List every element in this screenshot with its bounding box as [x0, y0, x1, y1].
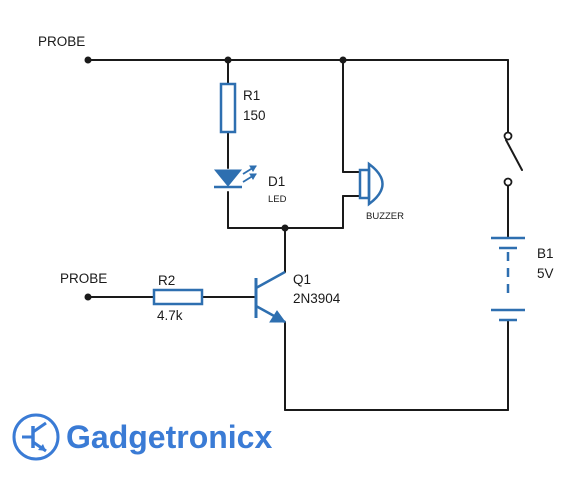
probe-top-label: PROBE: [38, 34, 85, 49]
buzzer-body: [358, 168, 371, 200]
r2-value-label: 4.7k: [157, 308, 183, 323]
d1-type-label: LED: [268, 194, 287, 205]
junction-dot: [281, 224, 289, 232]
buzzer-label: BUZZER: [366, 211, 404, 222]
b1-value-label: 5V: [537, 266, 554, 281]
r1-value-label: 150: [243, 108, 266, 123]
switch-symbol: [503, 131, 523, 187]
transistor-emitter-arrow: [269, 310, 286, 323]
logo-collector: [32, 421, 47, 434]
brand-logo: Gadgetronicx: [12, 413, 272, 461]
wires: [87, 59, 509, 411]
junction-dot: [339, 56, 347, 64]
r1-resistor-symbol: [219, 82, 237, 134]
brand-transistor-icon: [12, 413, 60, 461]
led-triangle: [213, 169, 243, 187]
q1-part-label: 2N3904: [293, 291, 341, 306]
labels: PROBE R1 150 D1 LED BUZZER PROBE R2 4.7k…: [38, 34, 554, 323]
led-arrowhead: [249, 173, 257, 180]
logo-arrow: [38, 444, 46, 451]
q1-name-label: Q1: [293, 272, 311, 287]
junctions: [84, 56, 347, 301]
probe-bottom-terminal: [84, 293, 92, 301]
d1-led-symbol: [213, 165, 257, 189]
led-arrowhead: [249, 165, 257, 172]
probe-bottom-label: PROBE: [60, 271, 107, 286]
logo-ring: [12, 413, 60, 461]
buzzer-bell: [367, 161, 384, 207]
r2-resistor-symbol: [152, 288, 204, 306]
d1-name-label: D1: [268, 174, 285, 189]
r2-name-label: R2: [158, 273, 175, 288]
junction-dot: [224, 56, 232, 64]
brand-name: Gadgetronicx: [66, 419, 272, 455]
b1-name-label: B1: [537, 246, 554, 261]
q1-transistor-symbol: [254, 270, 286, 324]
switch-lever: [505, 139, 523, 171]
switch-contact: [503, 177, 513, 187]
battery-symbol: [491, 236, 525, 322]
buzzer-symbol: [342, 161, 384, 207]
probe-top-terminal: [84, 56, 92, 64]
transistor-collector-leg: [255, 270, 286, 290]
r1-name-label: R1: [243, 88, 260, 103]
switch-contact: [503, 131, 513, 141]
